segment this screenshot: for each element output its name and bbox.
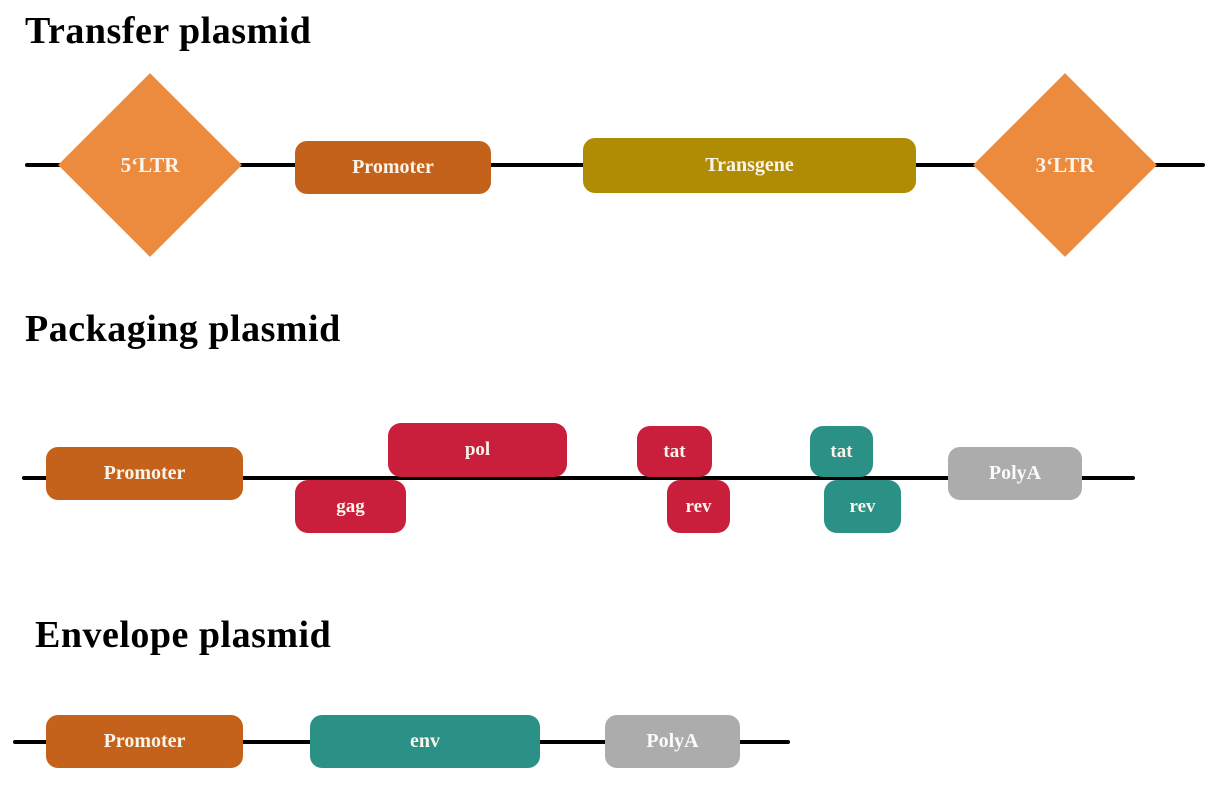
transgene-box: Transgene: [583, 138, 916, 193]
tat-crimson-label: tat: [663, 440, 686, 462]
packaging-promoter-label: Promoter: [103, 462, 186, 484]
three-ltr-diamond: 3‘LTR: [973, 73, 1157, 257]
transgene-label: Transgene: [705, 154, 794, 176]
packaging-polya-box: PolyA: [948, 447, 1082, 500]
envelope-polya-box: PolyA: [605, 715, 740, 768]
gag-label: gag: [336, 495, 365, 517]
rev-crimson-label: rev: [685, 495, 712, 517]
pol-box: pol: [388, 423, 567, 477]
envelope-polya-label: PolyA: [646, 730, 699, 752]
pol-label: pol: [464, 439, 491, 460]
packaging-backbone-line: [22, 476, 1135, 480]
transfer-promoter-label: Promoter: [352, 156, 434, 178]
tat-teal-label: tat: [830, 440, 853, 462]
five-ltr-label: 5‘LTR: [120, 152, 180, 177]
packaging-promoter-box: Promoter: [46, 447, 243, 500]
packaging-polya-label: PolyA: [988, 462, 1042, 484]
envelope-plasmid-title: Envelope plasmid: [35, 614, 332, 656]
envelope-promoter-label: Promoter: [103, 730, 186, 752]
rev-crimson-box: rev: [667, 480, 730, 533]
five-ltr-diamond: 5‘LTR: [58, 73, 242, 257]
gag-box: gag: [295, 480, 406, 533]
three-ltr-label: 3‘LTR: [1035, 152, 1095, 177]
rev-teal-label: rev: [849, 495, 876, 517]
transfer-promoter-box: Promoter: [295, 141, 491, 194]
packaging-plasmid-title: Packaging plasmid: [25, 308, 341, 350]
env-label: env: [410, 730, 440, 752]
rev-teal-box: rev: [824, 480, 901, 533]
env-box: env: [310, 715, 540, 768]
tat-crimson-box: tat: [637, 426, 712, 477]
tat-teal-box: tat: [810, 426, 873, 477]
transfer-plasmid-title: Transfer plasmid: [25, 10, 312, 52]
envelope-promoter-box: Promoter: [46, 715, 243, 768]
